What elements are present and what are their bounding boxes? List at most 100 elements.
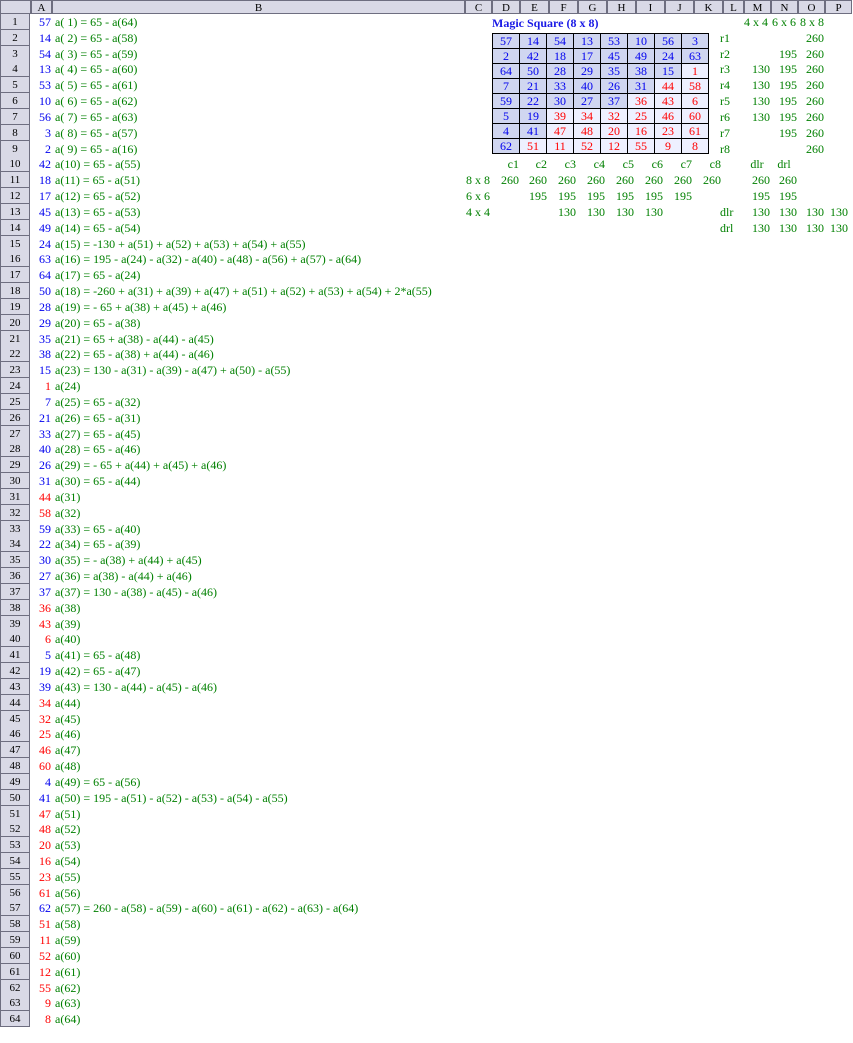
cell-a-value[interactable]: 22 (39, 537, 51, 551)
row-header[interactable]: 57 (0, 900, 30, 916)
cell-b-formula[interactable]: a(63) (55, 996, 81, 1010)
cell-a-value[interactable]: 38 (39, 347, 51, 361)
cell-b-formula[interactable]: a(15) = -130 + a(51) + a(52) + a(53) + a… (55, 237, 306, 251)
cell-a-value[interactable]: 2 (45, 142, 51, 156)
magic-cell[interactable]: 17 (573, 48, 601, 64)
row-header[interactable]: 3 (0, 46, 30, 62)
cell-b-formula[interactable]: a(16) = 195 - a(24) - a(32) - a(40) - a(… (55, 252, 362, 266)
cell-b-formula[interactable]: a( 5) = 65 - a(61) (55, 78, 138, 92)
column-header-o[interactable]: O (798, 0, 825, 14)
cell-a-value[interactable]: 33 (39, 427, 51, 441)
magic-cell[interactable]: 59 (492, 93, 520, 109)
cell-b-formula[interactable]: a(17) = 65 - a(24) (55, 268, 141, 282)
cell-a-value[interactable]: 59 (39, 522, 51, 536)
cell-a-value[interactable]: 14 (39, 31, 51, 45)
cell-b-formula[interactable]: a( 3) = 65 - a(59) (55, 47, 138, 61)
row-header[interactable]: 32 (0, 505, 30, 521)
magic-cell[interactable]: 61 (681, 123, 709, 139)
cell-b-formula[interactable]: a( 1) = 65 - a(64) (55, 15, 138, 29)
cell-b-formula[interactable]: a(34) = 65 - a(39) (55, 537, 141, 551)
magic-cell[interactable]: 58 (681, 78, 709, 94)
row-header[interactable]: 34 (0, 536, 30, 552)
magic-cell[interactable]: 56 (654, 33, 682, 49)
cell-b-formula[interactable]: a(11) = 65 - a(51) (55, 173, 140, 187)
magic-cell[interactable]: 57 (492, 33, 520, 49)
row-header[interactable]: 9 (0, 141, 30, 157)
magic-cell[interactable]: 52 (573, 138, 601, 154)
cell-b-formula[interactable]: a(61) (55, 965, 81, 979)
cell-b-formula[interactable]: a(25) = 65 - a(32) (55, 395, 141, 409)
cell-a-value[interactable]: 58 (39, 506, 51, 520)
cell-b-formula[interactable]: a(64) (55, 1012, 81, 1026)
cell-a-value[interactable]: 62 (39, 901, 51, 915)
cell-a-value[interactable]: 7 (45, 395, 51, 409)
row-header[interactable]: 7 (0, 109, 30, 125)
cell-a-value[interactable]: 18 (39, 173, 51, 187)
magic-cell[interactable]: 25 (627, 108, 655, 124)
magic-cell[interactable]: 32 (600, 108, 628, 124)
row-header[interactable]: 6 (0, 93, 30, 109)
magic-cell[interactable]: 27 (573, 93, 601, 109)
magic-cell[interactable]: 7 (492, 78, 520, 94)
cell-a-value[interactable]: 56 (39, 110, 51, 124)
magic-cell[interactable]: 39 (546, 108, 574, 124)
cell-a-value[interactable]: 45 (39, 205, 51, 219)
row-header[interactable]: 29 (0, 457, 30, 473)
cell-b-formula[interactable]: a(29) = - 65 + a(44) + a(45) + a(46) (55, 458, 227, 472)
cell-a-value[interactable]: 26 (39, 458, 51, 472)
cell-a-value[interactable]: 29 (39, 316, 51, 330)
magic-cell[interactable]: 10 (627, 33, 655, 49)
magic-cell[interactable]: 29 (573, 63, 601, 79)
cell-b-formula[interactable]: a(23) = 130 - a(31) - a(39) - a(47) + a(… (55, 363, 291, 377)
magic-cell[interactable]: 3 (681, 33, 709, 49)
column-header-p[interactable]: P (825, 0, 852, 14)
magic-cell[interactable]: 44 (654, 78, 682, 94)
magic-cell[interactable]: 62 (492, 138, 520, 154)
magic-cell[interactable]: 50 (519, 63, 547, 79)
cell-a-value[interactable]: 44 (39, 490, 51, 504)
cell-b-formula[interactable]: a(33) = 65 - a(40) (55, 522, 141, 536)
row-header[interactable]: 49 (0, 774, 30, 790)
row-header[interactable]: 33 (0, 521, 30, 537)
row-header[interactable]: 5 (0, 77, 30, 93)
column-header-b[interactable]: B (52, 0, 465, 14)
magic-cell[interactable]: 24 (654, 48, 682, 64)
column-header-e[interactable]: E (520, 0, 549, 14)
magic-cell[interactable]: 38 (627, 63, 655, 79)
cell-a-value[interactable]: 61 (39, 886, 51, 900)
row-header[interactable]: 1 (0, 14, 30, 30)
magic-cell[interactable]: 4 (492, 123, 520, 139)
row-header[interactable]: 38 (0, 600, 30, 616)
row-header[interactable]: 55 (0, 869, 30, 885)
magic-cell[interactable]: 63 (681, 48, 709, 64)
magic-cell[interactable]: 47 (546, 123, 574, 139)
cell-a-value[interactable]: 4 (45, 775, 51, 789)
magic-cell[interactable]: 46 (654, 108, 682, 124)
cell-b-formula[interactable]: a(46) (55, 727, 81, 741)
magic-cell[interactable]: 36 (627, 93, 655, 109)
column-header-j[interactable]: J (665, 0, 694, 14)
row-header[interactable]: 52 (0, 821, 30, 837)
magic-cell[interactable]: 33 (546, 78, 574, 94)
cell-a-value[interactable]: 52 (39, 949, 51, 963)
cell-a-value[interactable]: 8 (45, 1012, 51, 1026)
cell-b-formula[interactable]: a(59) (55, 933, 81, 947)
cell-b-formula[interactable]: a(54) (55, 854, 81, 868)
magic-cell[interactable]: 34 (573, 108, 601, 124)
magic-cell[interactable]: 11 (546, 138, 574, 154)
row-header[interactable]: 24 (0, 378, 30, 394)
cell-b-formula[interactable]: a(37) = 130 - a(38) - a(45) - a(46) (55, 585, 218, 599)
magic-cell[interactable]: 48 (573, 123, 601, 139)
column-header-g[interactable]: G (578, 0, 607, 14)
cell-a-value[interactable]: 57 (39, 15, 51, 29)
row-header[interactable]: 23 (0, 362, 30, 378)
cell-a-value[interactable]: 36 (39, 601, 51, 615)
cell-b-formula[interactable]: a(50) = 195 - a(51) - a(52) - a(53) - a(… (55, 791, 288, 805)
cell-a-value[interactable]: 5 (45, 648, 51, 662)
magic-cell[interactable]: 26 (600, 78, 628, 94)
cell-a-value[interactable]: 30 (39, 553, 51, 567)
cell-a-value[interactable]: 20 (39, 838, 51, 852)
cell-b-formula[interactable]: a(44) (55, 696, 81, 710)
row-header[interactable]: 25 (0, 394, 30, 410)
row-header[interactable]: 47 (0, 742, 30, 758)
